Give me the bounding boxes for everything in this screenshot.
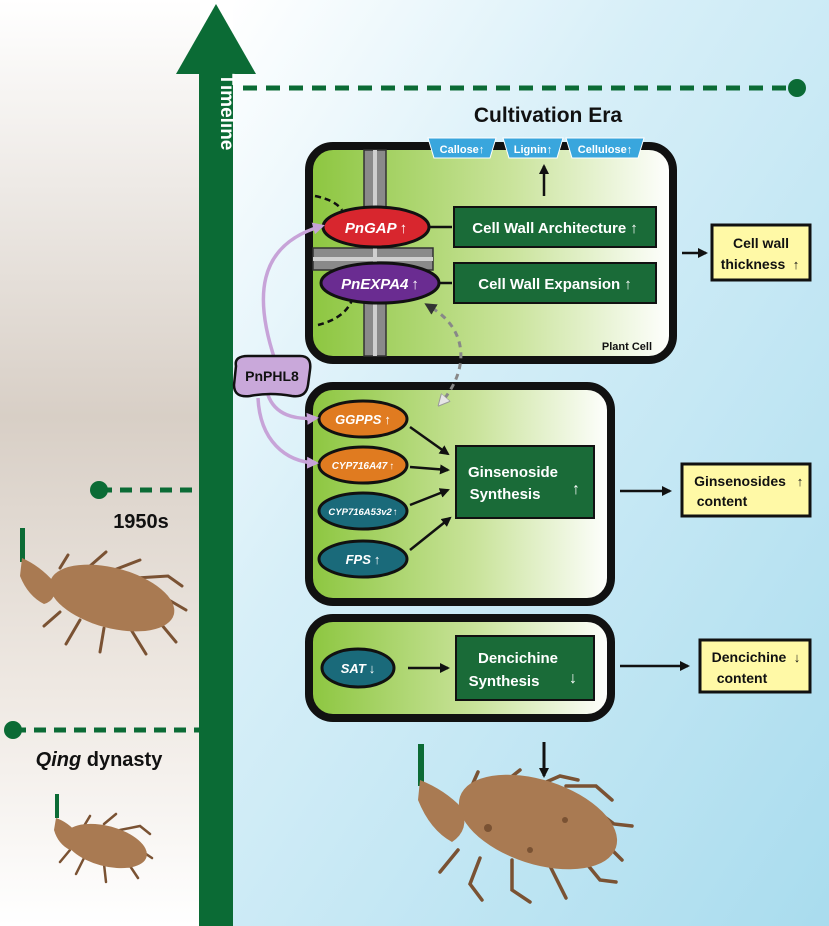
svg-text:content: content bbox=[717, 670, 768, 686]
svg-text:PnPHL8: PnPHL8 bbox=[245, 368, 299, 384]
process-dencichine-synthesis: Dencichine Synthesis ↓ bbox=[455, 635, 595, 701]
svg-text:CYP716A53v2↑: CYP716A53v2↑ bbox=[328, 507, 397, 518]
svg-text:↓: ↓ bbox=[569, 670, 577, 687]
regulator-pnphl8: PnPHL8 bbox=[232, 354, 312, 398]
svg-text:↑: ↑ bbox=[793, 257, 800, 272]
svg-text:Synthesis: Synthesis bbox=[470, 486, 541, 503]
svg-text:Cell Wall Expansion↑: Cell Wall Expansion↑ bbox=[478, 276, 631, 293]
root-icon-small bbox=[54, 794, 154, 884]
svg-text:Ginsenosides: Ginsenosides bbox=[694, 473, 786, 489]
era-label-1950s: 1950s bbox=[113, 511, 169, 533]
plant-cell-label: Plant Cell bbox=[602, 341, 652, 353]
timeline-label: Timeline bbox=[216, 74, 237, 151]
root-icon-large bbox=[418, 744, 634, 904]
svg-text:PnGAP↑: PnGAP↑ bbox=[345, 220, 407, 237]
svg-text:Synthesis: Synthesis bbox=[469, 673, 540, 690]
svg-text:↓: ↓ bbox=[794, 650, 801, 665]
svg-text:Dencichine: Dencichine bbox=[712, 649, 787, 665]
svg-text:Lignin↑: Lignin↑ bbox=[514, 144, 553, 156]
svg-text:Cell wall: Cell wall bbox=[733, 235, 789, 251]
svg-text:PnEXPA4↑: PnEXPA4↑ bbox=[341, 276, 419, 293]
process-cell-wall-architecture: Cell Wall Architecture↑ bbox=[453, 206, 657, 248]
gene-cyp716a53v2: CYP716A53v2↑ bbox=[317, 491, 409, 531]
svg-text:thickness: thickness bbox=[721, 256, 786, 272]
svg-text:Ginsenoside: Ginsenoside bbox=[468, 464, 558, 481]
timeline-arrow bbox=[176, 4, 256, 926]
outcome-cell-wall-thickness: Cell wall thickness ↑ bbox=[710, 223, 812, 282]
outcome-dencichine-content: Dencichine content ↓ bbox=[698, 638, 812, 694]
dashed-link-pnexpa4 bbox=[317, 299, 354, 327]
era-marker-1950s bbox=[90, 481, 199, 499]
arrow-cyp716a47-synthesis bbox=[409, 464, 450, 475]
left-background bbox=[0, 0, 200, 926]
process-ginsenoside-synthesis: Ginsenoside Synthesis ↑ bbox=[455, 445, 595, 519]
arrow-ggpps-synthesis bbox=[409, 425, 450, 456]
era-label-qing: Qing dynasty bbox=[36, 749, 164, 771]
wall-component-lignin: Lignin↑ bbox=[502, 137, 564, 159]
svg-text:Cell Wall Architecture↑: Cell Wall Architecture↑ bbox=[472, 220, 637, 237]
gene-ggpps: GGPPS↑ bbox=[317, 399, 409, 439]
dashed-link-pnexpa4-ggpps bbox=[432, 308, 463, 404]
gene-pngap: PnGAP↑ bbox=[321, 205, 431, 249]
svg-text:SAT↓: SAT↓ bbox=[341, 661, 376, 676]
process-cell-wall-expansion: Cell Wall Expansion↑ bbox=[453, 262, 657, 304]
svg-text:content: content bbox=[697, 493, 748, 509]
arrow-cyp716a53v2-synthesis bbox=[409, 488, 450, 507]
arrow-pnphl8-ggpps bbox=[266, 394, 319, 425]
svg-text:↑: ↑ bbox=[572, 481, 580, 498]
svg-text:↑: ↑ bbox=[797, 474, 804, 489]
plant-cell-box bbox=[305, 142, 677, 364]
svg-text:FPS↑: FPS↑ bbox=[346, 552, 381, 567]
root-icon-medium bbox=[20, 528, 188, 656]
arrow-pnphl8-pngap bbox=[261, 222, 325, 361]
gene-fps: FPS↑ bbox=[317, 539, 409, 579]
svg-text:Cellulose↑: Cellulose↑ bbox=[578, 144, 632, 156]
svg-text:CYP716A47↑: CYP716A47↑ bbox=[332, 461, 395, 472]
arrow-pnphl8-cyp716a47 bbox=[256, 397, 319, 469]
dashed-link-pngap bbox=[314, 194, 344, 211]
outcome-ginsenosides-content: Ginsenosides content ↑ bbox=[680, 462, 812, 518]
gene-pnexpa4: PnEXPA4↑ bbox=[319, 261, 441, 305]
era-marker-qing bbox=[4, 721, 199, 739]
arrow-fps-synthesis bbox=[409, 516, 452, 551]
wall-component-callose: Callose↑ bbox=[427, 137, 497, 159]
era-marker-cultivation bbox=[243, 79, 806, 97]
era-label-cultivation: Cultivation Era bbox=[474, 104, 623, 127]
gene-sat: SAT↓ bbox=[320, 647, 396, 689]
wall-component-cellulose: Cellulose↑ bbox=[565, 137, 645, 159]
svg-text:Callose↑: Callose↑ bbox=[440, 144, 485, 156]
svg-text:Dencichine: Dencichine bbox=[478, 650, 558, 667]
svg-text:GGPPS↑: GGPPS↑ bbox=[335, 412, 391, 427]
gene-cyp716a47: CYP716A47↑ bbox=[317, 445, 409, 485]
